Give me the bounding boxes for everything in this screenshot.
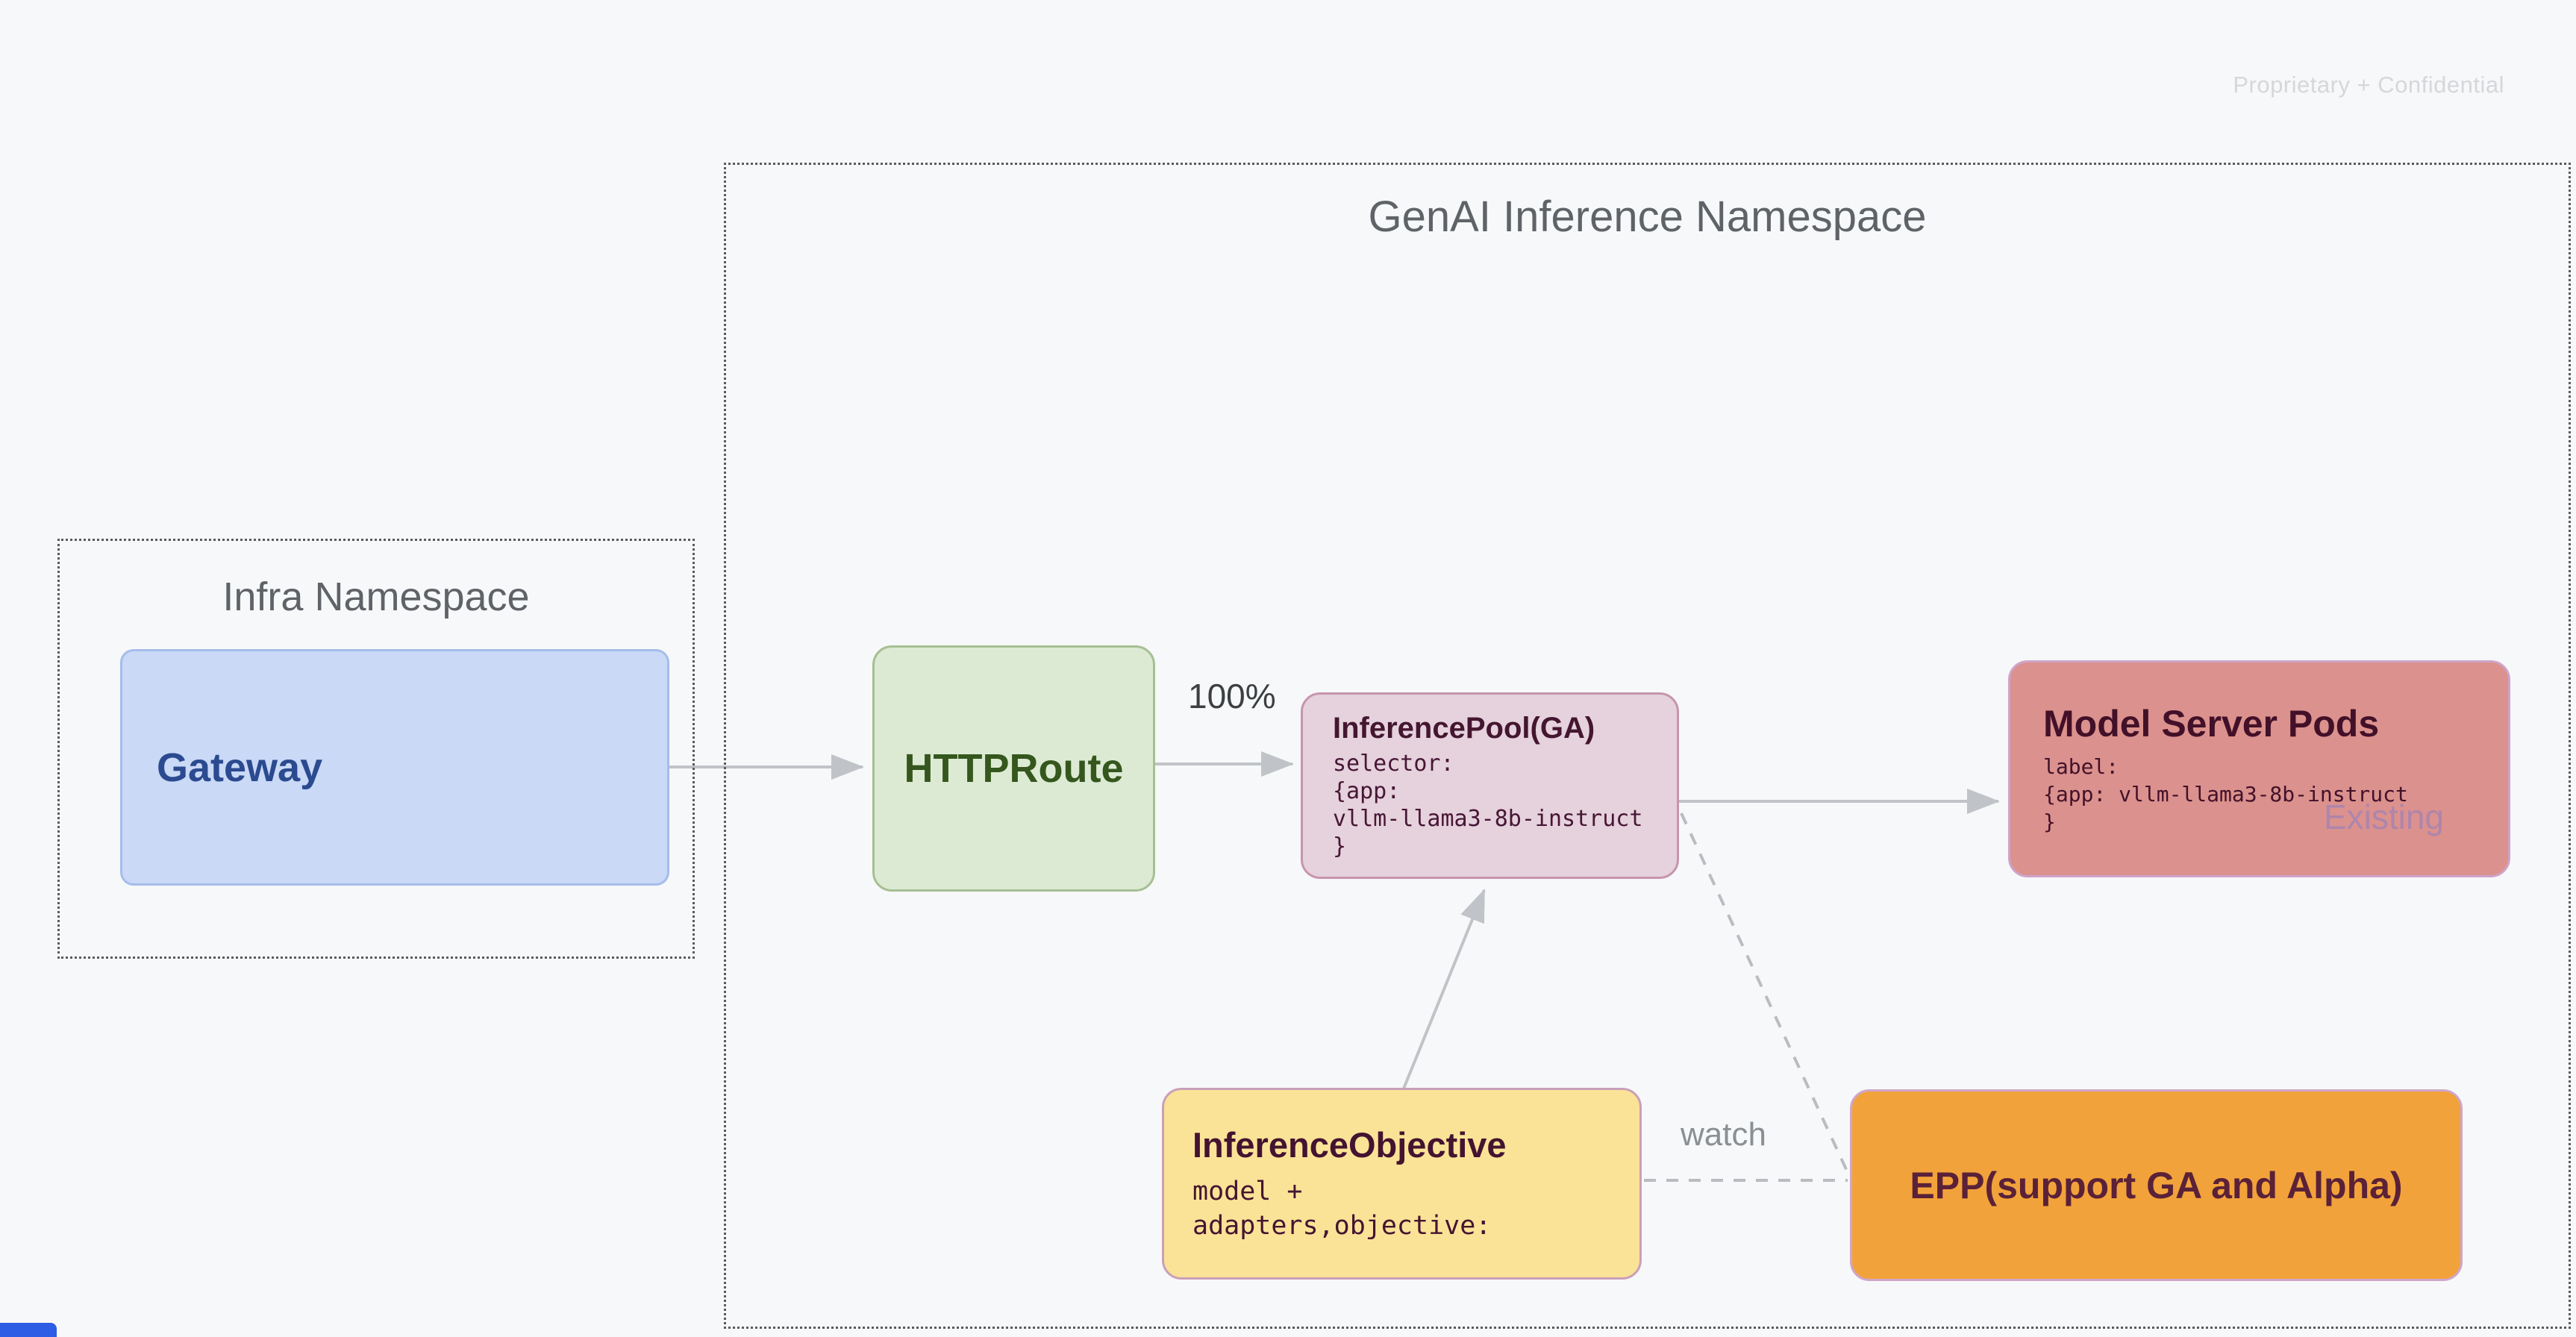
model-server-pods-label-code: label: {app: vllm-llama3-8b-instruct } bbox=[2043, 754, 2408, 834]
inference-objective-title: InferenceObjective bbox=[1192, 1125, 1507, 1165]
infra-namespace-box[interactable]: Infra Namespace bbox=[57, 539, 695, 959]
node-model-server-pods[interactable]: Model Server Pods label: {app: vllm-llam… bbox=[2008, 660, 2510, 877]
node-httproute[interactable]: HTTPRoute bbox=[872, 645, 1155, 892]
node-epp[interactable]: EPP(support GA and Alpha) bbox=[1850, 1089, 2463, 1281]
inference-pool-title: InferencePool(GA) bbox=[1333, 711, 1595, 745]
corner-accent-shape bbox=[0, 1323, 57, 1337]
connector-inferenceobjective-to-inferencepool[interactable] bbox=[1402, 889, 1486, 1089]
genai-inference-namespace-label: GenAI Inference Namespace bbox=[1368, 192, 1927, 241]
watermark: Proprietary + Confidential bbox=[2233, 72, 2504, 98]
httproute-label: HTTPRoute bbox=[904, 746, 1124, 791]
epp-label: EPP(support GA and Alpha) bbox=[1910, 1164, 2403, 1206]
genai-inference-namespace-box[interactable]: GenAI Inference Namespace bbox=[724, 163, 2571, 1329]
inference-objective-code: model + adapters,objective: bbox=[1192, 1177, 1492, 1241]
route-weight-label: 100% bbox=[1188, 677, 1276, 716]
node-gateway[interactable]: Gateway bbox=[120, 649, 669, 886]
node-inference-pool[interactable]: InferencePool(GA) selector: {app: vllm-l… bbox=[1301, 692, 1679, 879]
gateway-label: Gateway bbox=[157, 745, 323, 790]
watch-label: watch bbox=[1681, 1116, 1766, 1153]
infra-namespace-label: Infra Namespace bbox=[222, 574, 530, 619]
existing-tag: Existing bbox=[2324, 798, 2445, 836]
node-inference-objective[interactable]: InferenceObjective model + adapters,obje… bbox=[1162, 1088, 1642, 1280]
model-server-pods-title: Model Server Pods bbox=[2043, 703, 2380, 745]
inference-pool-selector-code: selector: {app: vllm-llama3-8b-instruct … bbox=[1333, 750, 1643, 860]
